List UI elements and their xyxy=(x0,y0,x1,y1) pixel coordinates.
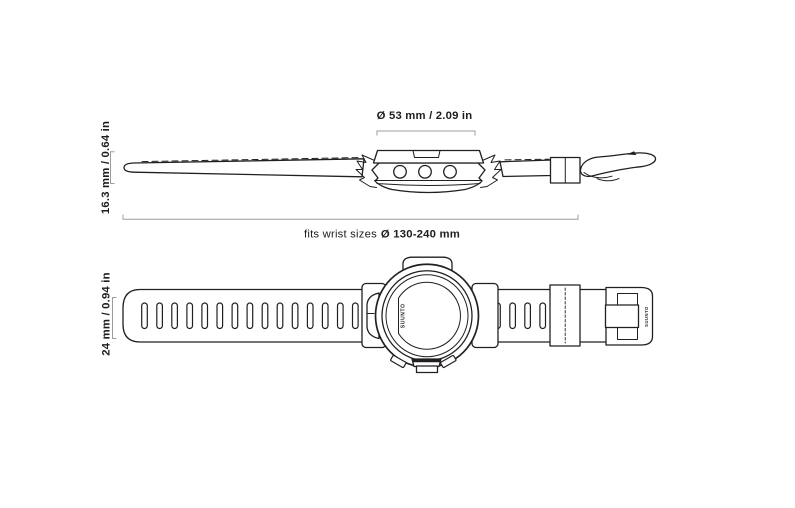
strap-slot xyxy=(231,302,239,330)
bottom-center-button-lower xyxy=(415,365,439,374)
strap-slot xyxy=(276,302,284,330)
case-back-curve xyxy=(376,183,481,186)
strap-slot xyxy=(261,302,269,330)
strap-slot xyxy=(509,302,516,330)
strap-slot xyxy=(171,302,179,330)
side-case xyxy=(355,149,502,194)
strap-notches xyxy=(141,157,359,163)
case-inner-ring xyxy=(385,274,469,358)
case-brand-label: SUUNTO xyxy=(401,303,407,328)
side-left-strap xyxy=(123,157,365,178)
strap-width-label: 24 mm / 0.94 in xyxy=(101,272,113,355)
watch-display xyxy=(398,281,461,350)
bottom-left-button xyxy=(390,354,407,369)
case-diameter-label: Ø 53 mm / 2.09 in xyxy=(377,110,473,122)
strap-slot xyxy=(291,302,299,330)
bezel-slab xyxy=(372,149,485,164)
watch-side-view xyxy=(123,149,657,194)
strap-slot xyxy=(201,302,209,330)
strap-slot xyxy=(539,302,547,330)
strap-slot xyxy=(351,302,359,330)
wrist-size-bracket xyxy=(122,214,579,220)
buckle-brand-label: SUUNTO xyxy=(644,306,649,327)
strap-slot xyxy=(321,302,329,330)
side-button-1 xyxy=(393,164,407,179)
left-lug xyxy=(355,154,377,188)
strap-slot xyxy=(141,302,148,330)
side-right-strap xyxy=(499,158,553,178)
top-case: SUUNTO xyxy=(361,256,499,374)
strap-slot xyxy=(156,302,164,330)
buckle-tongue xyxy=(604,304,640,329)
side-button-3 xyxy=(443,164,457,179)
strap-width-bracket xyxy=(112,297,117,339)
top-buckle: SUUNTO xyxy=(604,286,654,346)
left-strap-slots xyxy=(141,302,359,330)
strap-slot xyxy=(246,302,254,330)
watch-top-view: SUUNTO SUUNTO xyxy=(122,256,654,374)
strap-slot xyxy=(216,302,224,330)
strap-slot xyxy=(306,302,314,330)
side-button-2 xyxy=(418,164,432,179)
strap-notches xyxy=(504,158,550,161)
side-keeper xyxy=(549,156,581,184)
case-thickness-bracket xyxy=(110,151,115,184)
bezel-notch xyxy=(412,150,441,158)
top-keeper xyxy=(549,284,581,347)
case-diameter-bracket xyxy=(376,130,476,136)
top-left-strap xyxy=(122,288,386,343)
strap-tip xyxy=(626,151,637,155)
strap-slot xyxy=(524,302,531,330)
dimension-annotations: Ø 53 mm / 2.09 in 16.3 mm / 0.64 in fits… xyxy=(100,110,579,356)
side-strap-end xyxy=(579,151,657,182)
case-thickness-label: 16.3 mm / 0.64 in xyxy=(100,121,112,214)
bottom-right-button xyxy=(440,354,457,369)
strap-slot xyxy=(336,302,344,330)
right-lug xyxy=(480,154,502,188)
strap-slot xyxy=(186,302,194,330)
